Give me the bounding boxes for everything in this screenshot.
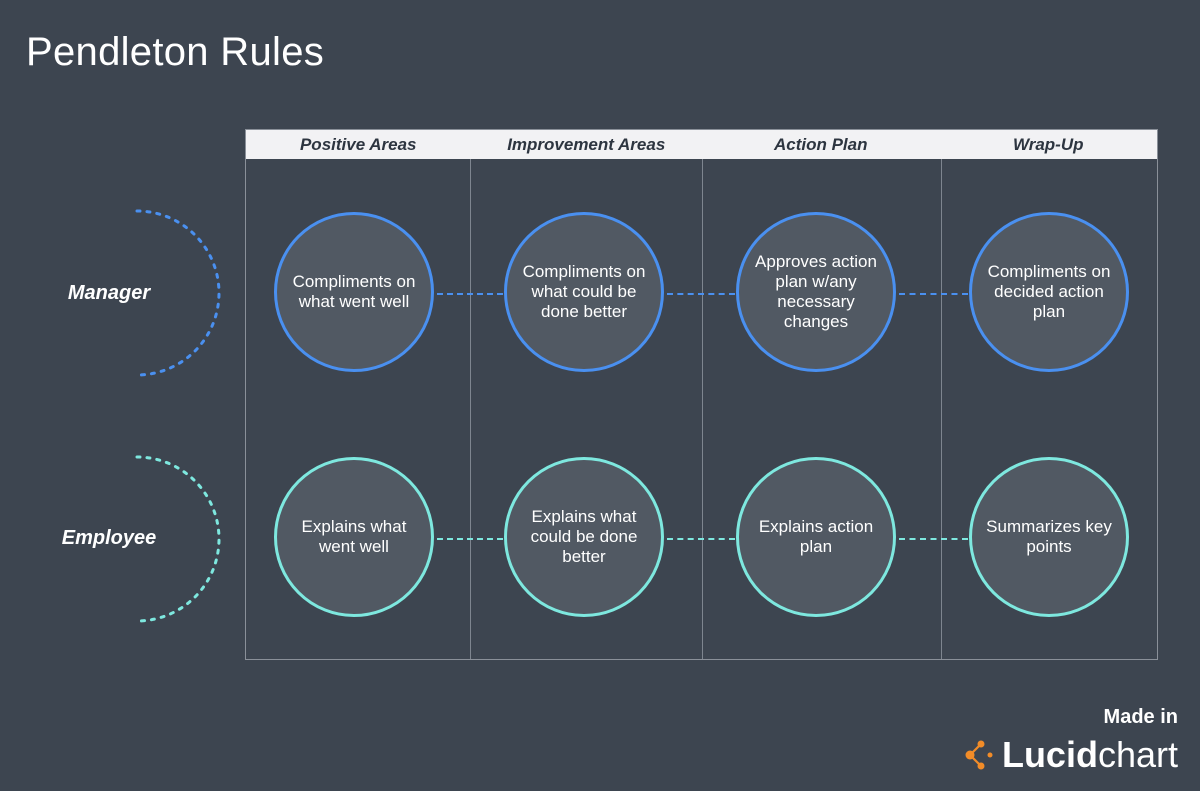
made-in-label: Made in — [1103, 706, 1178, 728]
column-header-positive-areas: Positive Areas — [299, 134, 417, 154]
page-title: Pendleton Rules — [26, 30, 325, 74]
manager-step-action-plan: Approves action plan w/any necessary cha… — [736, 212, 896, 372]
manager-connector — [437, 293, 503, 295]
employee-step-positive-areas: Explains what went well — [274, 457, 434, 617]
row-label-manager: Manager — [67, 282, 151, 304]
column-header-bar: Positive Areas Improvement Areas Action … — [246, 130, 1157, 159]
manager-connector — [899, 293, 968, 295]
swimlane-arcs — [135, 209, 221, 623]
row-label-employee: Employee — [61, 527, 157, 549]
manager-step-improvement-areas: Compliments on what could be done better — [504, 212, 664, 372]
column-header-improvement-areas: Improvement Areas — [507, 134, 666, 154]
brand-name-regular: chart — [1097, 734, 1178, 775]
swimlane-board: Positive Areas Improvement Areas Action … — [245, 129, 1158, 660]
manager-step-positive-areas: Compliments on what went well — [274, 212, 434, 372]
manager-step-wrap-up: Compliments on decided action plan — [969, 212, 1129, 372]
employee-arc — [135, 455, 221, 623]
employee-connector — [899, 538, 968, 540]
employee-step-wrap-up: Summarizes key points — [969, 457, 1129, 617]
employee-connector — [667, 538, 735, 540]
employee-step-improvement-areas: Explains what could be done better — [504, 457, 664, 617]
lucidchart-logo-icon — [965, 740, 993, 770]
employee-connector — [437, 538, 503, 540]
manager-arc — [135, 209, 221, 377]
column-header-wrap-up: Wrap-Up — [1012, 134, 1084, 154]
employee-step-action-plan: Explains action plan — [736, 457, 896, 617]
column-divider — [470, 159, 471, 659]
column-header-action-plan: Action Plan — [773, 134, 868, 154]
column-divider — [702, 159, 703, 659]
column-divider — [941, 159, 942, 659]
manager-connector — [667, 293, 735, 295]
brand-name-bold: Lucid — [1001, 734, 1098, 775]
